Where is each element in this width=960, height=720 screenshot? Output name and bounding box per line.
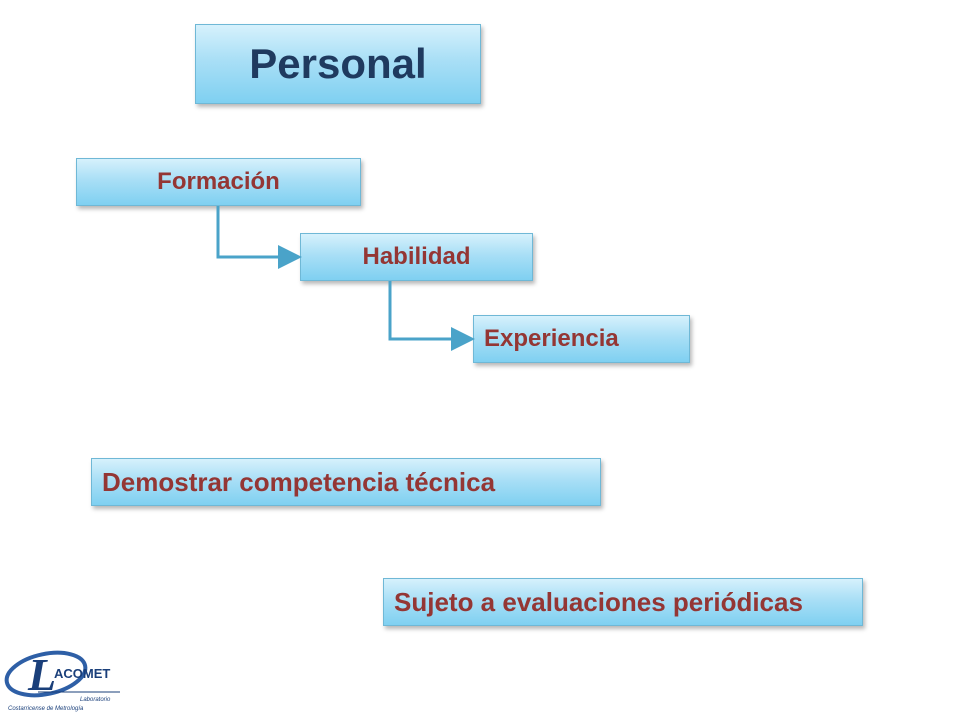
connector-formacion-to-habilidad <box>216 206 302 269</box>
statement-evaluaciones-box: Sujeto a evaluaciones periódicas <box>383 578 863 626</box>
logo-wordmark: ACOMET <box>54 666 110 681</box>
svg-text:Laboratorio: Laboratorio <box>80 697 111 703</box>
statement-competencia-box: Demostrar competencia técnica <box>91 458 601 506</box>
statement-competencia-label: Demostrar competencia técnica <box>102 466 496 497</box>
step-experiencia-label: Experiencia <box>484 325 619 352</box>
title-box: Personal <box>195 24 481 104</box>
step-experiencia-box: Experiencia <box>473 315 690 363</box>
svg-text:Costarricense de Metrología: Costarricense de Metrología <box>8 706 84 712</box>
statement-evaluaciones-label: Sujeto a evaluaciones periódicas <box>394 586 803 617</box>
step-habilidad-label: Habilidad <box>362 243 471 270</box>
diagram-title: Personal <box>249 40 427 87</box>
step-habilidad-box: Habilidad <box>300 233 533 281</box>
lacomet-logo: L ACOMET Laboratorio Costarricense de Me… <box>4 649 120 712</box>
step-formacion-label: Formación <box>157 168 280 195</box>
connector-habilidad-to-experiencia <box>388 281 475 351</box>
step-formacion-box: Formación <box>76 158 361 206</box>
